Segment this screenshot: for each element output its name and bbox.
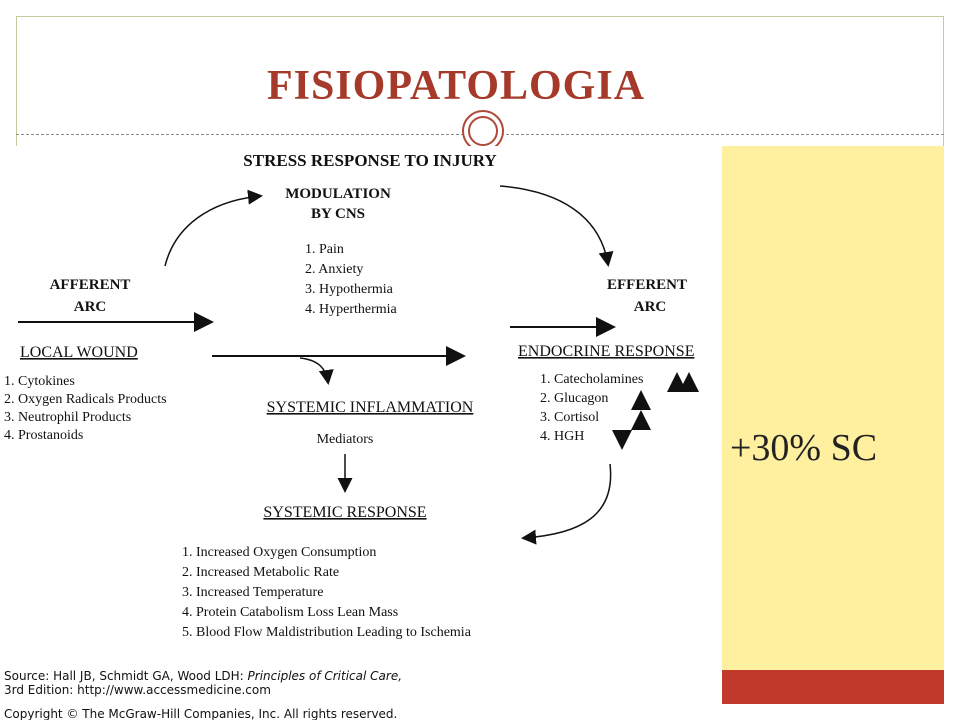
efferent-label-1: EFFERENT (607, 277, 687, 293)
modulation-item: 3. Hypothermia (305, 282, 394, 297)
endocrine-item: 4. HGH (540, 429, 584, 444)
local-wound-item: 2. Oxygen Radicals Products (4, 392, 167, 407)
systemic-response-heading: SYSTEMIC RESPONSE (263, 504, 426, 521)
endocrine-item: 1. Catecholamines (540, 372, 643, 387)
side-note: +30% SC (730, 427, 878, 469)
local-wound-item: 4. Prostanoids (4, 428, 83, 443)
mediators-label: Mediators (317, 432, 374, 447)
local-wound-item: 3. Neutrophil Products (4, 410, 131, 425)
endocrine-item: 2. Glucagon (540, 391, 608, 406)
systemic-response-item: 3. Increased Temperature (182, 585, 323, 600)
diagram-title: STRESS RESPONSE TO INJURY (243, 151, 496, 170)
diagram-svg: STRESS RESPONSE TO INJURY MODULATION BY … (4, 151, 699, 721)
efferent-label-2: ARC (634, 299, 667, 315)
systemic-response-item: 5. Blood Flow Maldistribution Leading to… (182, 625, 472, 640)
modulation-heading-1: MODULATION (285, 186, 391, 202)
endocrine-item: 3. Cortisol (540, 410, 599, 425)
up-arrow-icon (612, 372, 699, 450)
source-line-2: 3rd Edition: http://www.accessmedicine.c… (4, 683, 271, 697)
copyright-line: Copyright © The McGraw-Hill Companies, I… (4, 707, 397, 720)
modulation-item: 4. Hyperthermia (305, 302, 398, 317)
curved-arrow-to-systemic-response (521, 463, 612, 545)
systemic-response-item: 4. Protein Catabolism Loss Lean Mass (182, 605, 398, 620)
slide-title: FISIOPATOLOGIA (266, 63, 646, 109)
local-wound-heading: LOCAL WOUND (20, 344, 138, 361)
stress-response-diagram: STRESS RESPONSE TO INJURY MODULATION BY … (0, 146, 722, 721)
modulation-item: 1. Pain (305, 242, 344, 257)
curved-arrow-to-cns (164, 189, 263, 267)
modulation-item: 2. Anxiety (305, 262, 363, 277)
systemic-response-item: 2. Increased Metabolic Rate (182, 565, 339, 580)
afferent-label-1: AFFERENT (50, 277, 131, 293)
source-line-1: Source: Hall JB, Schmidt GA, Wood LDH: P… (4, 669, 402, 683)
curved-arrow-to-efferent (499, 185, 614, 267)
afferent-label-2: ARC (74, 299, 107, 315)
systemic-inflammation-heading: SYSTEMIC INFLAMMATION (267, 399, 474, 416)
local-wound-item: 1. Cytokines (4, 374, 75, 389)
systemic-response-item: 1. Increased Oxygen Consumption (182, 545, 376, 560)
accent-bar (722, 670, 944, 704)
endocrine-heading: ENDOCRINE RESPONSE (518, 343, 694, 360)
modulation-heading-2: BY CNS (311, 206, 365, 222)
arrow-to-inflammation (299, 357, 334, 385)
